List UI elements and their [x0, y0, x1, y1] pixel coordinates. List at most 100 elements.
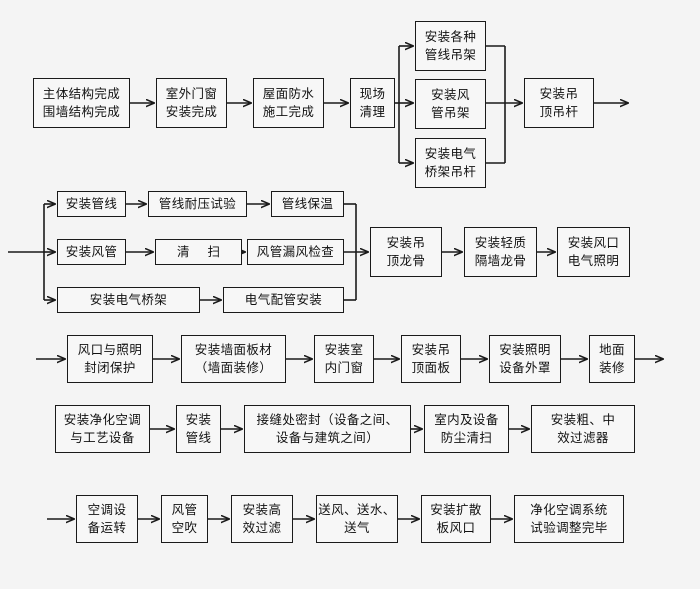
flow-node-label: 安装室: [324, 342, 364, 358]
flow-node: 室内及设备防尘清扫: [424, 405, 509, 453]
flow-node: 安装电气桥架吊杆: [415, 138, 486, 188]
flow-node-label: 设备与建筑之间）: [275, 430, 380, 445]
flow-node-label: 送气: [344, 520, 370, 535]
flow-node: 安装粗、中效过滤器: [531, 405, 635, 453]
flow-node-label: 安装吊: [539, 86, 579, 102]
flow-node-label: 效过滤器: [557, 430, 609, 445]
flow-node: 安装照明设备外罩: [489, 335, 561, 383]
flow-node: 安装风管: [57, 239, 126, 265]
flow-node-label: 安装吊: [386, 235, 426, 251]
flow-node: 风管空吹: [161, 495, 208, 543]
flow-node-label: 安装高: [242, 502, 282, 518]
flow-node-label: 顶面板: [411, 360, 451, 375]
flow-node: 管线耐压试验: [148, 191, 247, 217]
flow-node-label: 安装风管: [65, 244, 118, 260]
flow-node-label: 送风、送水、: [318, 502, 396, 518]
flow-node-label: 屋面防水: [262, 86, 315, 102]
flow-node: 安装风口电气照明: [557, 227, 630, 277]
flow-node: 安装管线: [57, 191, 126, 217]
flow-node-label: 安装各种: [424, 29, 477, 45]
flow-node-label: 地面: [599, 342, 625, 358]
flow-node-label: 电气照明: [567, 253, 620, 268]
flow-node-label: 电气配管安装: [244, 292, 323, 308]
flow-node: 电气配管安装: [223, 287, 344, 313]
flow-node-label: 内门窗: [324, 360, 364, 375]
flow-node-label: 安装吊: [411, 342, 451, 358]
flow-node-label: 安装照明: [499, 342, 551, 358]
flow-node: 安装室内门窗: [314, 335, 374, 383]
flow-node-label: 桥架吊杆: [424, 164, 477, 179]
flow-node: 接缝处密封（设备之间、设备与建筑之间）: [244, 405, 411, 453]
flow-node: 送风、送水、送气: [316, 495, 398, 543]
flow-node-label: 主体结构完成: [42, 86, 121, 102]
flow-node: 风管漏风检查: [247, 239, 344, 265]
flow-node-label: 风口与照明: [77, 342, 143, 358]
flow-node-label: 安装风: [431, 87, 470, 103]
flow-node-label: 与工艺设备: [70, 430, 135, 445]
flow-node: 安装各种管线吊架: [415, 21, 486, 71]
flow-node-label: 风管漏风检查: [256, 244, 335, 260]
flow-node-label: 安装: [185, 412, 212, 428]
flow-node: 安装高效过滤: [231, 495, 293, 543]
flow-node-label: 现场: [359, 86, 386, 102]
flow-node: 清 扫: [155, 239, 242, 265]
flow-node-label: 安装完成: [165, 104, 218, 119]
flow-node: 净化空调系统试验调整完毕: [514, 495, 624, 543]
flow-node: 安装吊顶龙骨: [370, 227, 442, 277]
flow-node-label: 板风口: [436, 520, 476, 535]
flow-node: 安装吊顶面板: [401, 335, 461, 383]
flow-node-label: 安装电气桥架: [89, 292, 168, 308]
flow-node-label: 安装墙面板材: [194, 342, 273, 358]
flow-node-label: 管吊架: [431, 105, 470, 120]
flow-node: 现场清理: [350, 78, 395, 128]
flow-node: 安装净化空调与工艺设备: [55, 405, 150, 453]
flow-node: 主体结构完成围墙结构完成: [33, 78, 130, 128]
flow-node-label: 安装电气: [424, 146, 477, 162]
flow-node-label: 试验调整完毕: [530, 520, 608, 535]
flow-node-label: 空吹: [171, 520, 198, 535]
flow-node-label: 安装管线: [65, 196, 118, 212]
flow-node-label: 顶龙骨: [386, 253, 426, 268]
flow-node-label: 安装净化空调: [63, 412, 142, 428]
flow-node-label: 防尘清扫: [440, 430, 493, 445]
flow-node: 安装电气桥架: [57, 287, 200, 313]
flow-node-label: 清理: [359, 104, 386, 119]
flow-node: 安装吊顶吊杆: [524, 78, 594, 128]
flow-node-label: 接缝处密封（设备之间、: [256, 412, 399, 428]
flow-node: 地面装修: [589, 335, 635, 383]
flow-node-label: （墙面装修）: [194, 360, 273, 375]
flow-node-label: 管线吊架: [424, 47, 477, 62]
flow-node-label: 管线耐压试验: [158, 196, 237, 212]
flow-node: 安装扩散板风口: [421, 495, 491, 543]
flow-node: 安装轻质隔墙龙骨: [464, 227, 537, 277]
flow-node-label: 备运转: [87, 520, 127, 535]
flow-node: 安装风管吊架: [415, 79, 486, 129]
flow-node-label: 装修: [599, 360, 625, 375]
flow-node-label: 管线保温: [281, 196, 334, 212]
flow-node: 室外门窗安装完成: [156, 78, 227, 128]
flow-node-label: 施工完成: [262, 104, 315, 119]
flow-node-label: 清 扫: [177, 244, 227, 260]
flow-node: 空调设备运转: [76, 495, 138, 543]
flow-node: 管线保温: [271, 191, 344, 217]
flow-node-label: 安装粗、中: [550, 412, 616, 428]
flow-node-label: 封闭保护: [84, 360, 136, 375]
flow-node-label: 室内及设备: [434, 412, 499, 428]
flow-node-label: 效过滤: [242, 520, 282, 535]
flow-node: 安装管线: [176, 405, 221, 453]
flow-node-label: 安装扩散: [430, 502, 482, 518]
flow-node-label: 设备外罩: [499, 360, 551, 375]
flow-node-label: 隔墙龙骨: [474, 253, 527, 268]
flow-node: 屋面防水施工完成: [253, 78, 324, 128]
flow-node-label: 安装轻质: [474, 235, 527, 251]
flow-node: 安装墙面板材 （墙面装修）: [181, 335, 286, 383]
flow-node-label: 净化空调系统: [530, 502, 608, 518]
flow-node-label: 管线: [185, 430, 212, 445]
flow-node-label: 风管: [171, 502, 198, 518]
flow-node-label: 室外门窗: [165, 86, 218, 102]
flow-node: 风口与照明封闭保护: [67, 335, 153, 383]
flow-node-label: 空调设: [87, 502, 127, 518]
flow-node-label: 安装风口: [567, 235, 620, 251]
flow-node-label: 围墙结构完成: [42, 104, 121, 119]
